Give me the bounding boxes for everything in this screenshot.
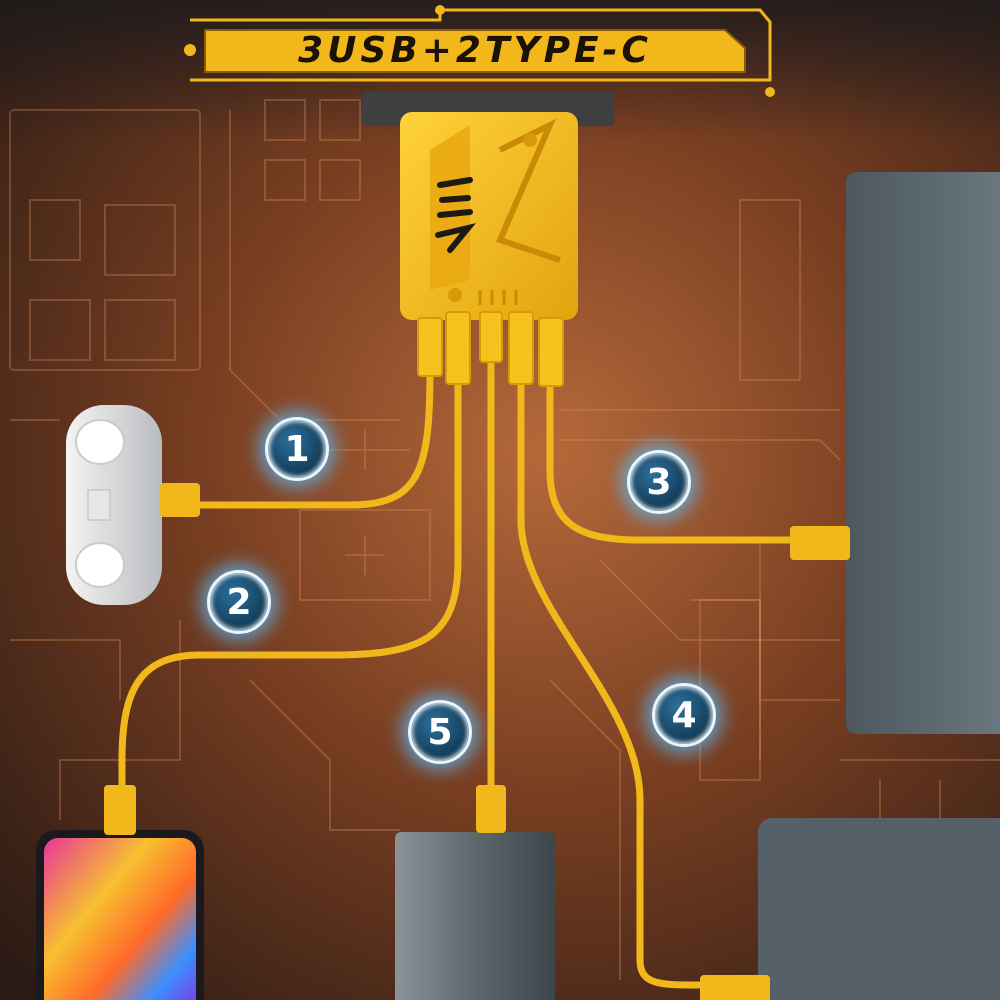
port-badge-2: 2 [207,570,271,634]
power-bank [395,785,555,1000]
port-badge-1: 1 [265,417,329,481]
charger-logo [435,177,476,253]
product-banner-title: 3USB+2TYPE-C [298,29,652,71]
cable-4 [517,366,764,989]
laptop-device [790,172,1000,734]
earbuds-case [66,405,200,605]
port-badge-5: 5 [408,700,472,764]
cable-1 [196,366,434,509]
charger [400,112,578,320]
port-badge-3: 3 [627,450,691,514]
cable-3 [546,366,794,544]
laptop-bottom [700,818,1000,1000]
charger-plugs [417,311,564,387]
banner-frame [184,5,775,97]
cables [118,351,794,989]
cable-2 [118,366,462,804]
port-badge-4: 4 [652,683,716,747]
smartphone [36,785,204,1000]
